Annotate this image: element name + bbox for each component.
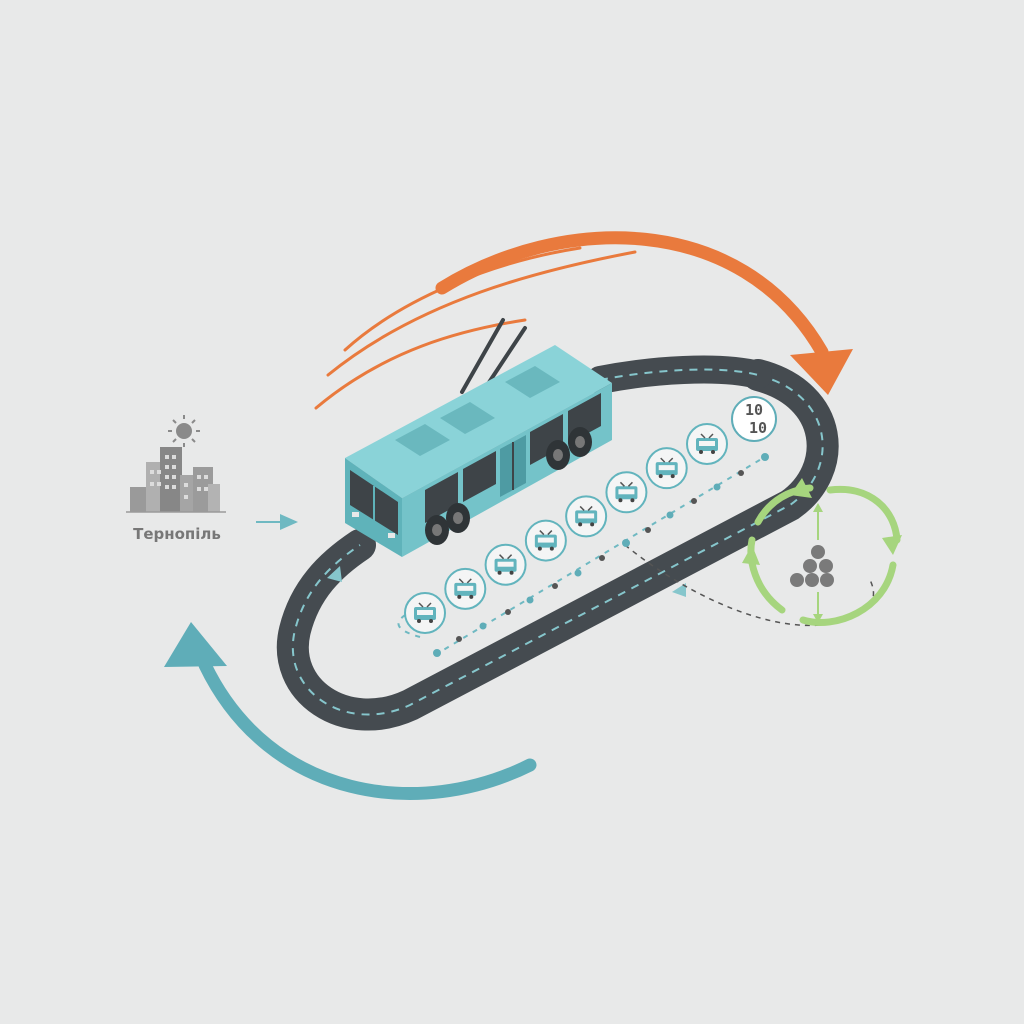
teal-curved-arrow <box>164 622 537 801</box>
route-stops <box>404 423 728 634</box>
city-skyline-icon <box>126 447 226 513</box>
stop-dots <box>433 453 769 657</box>
green-cycle-arrowheads <box>742 478 902 565</box>
counter-line-2: 10 <box>749 419 767 437</box>
particles-cluster-icon <box>790 545 834 587</box>
trolleybus-stop-icon <box>454 578 477 599</box>
orange-curved-arrow <box>435 231 853 395</box>
trolleybus-stop-icon <box>534 530 557 551</box>
trolleybus-icon <box>345 318 612 557</box>
trolleybus-stop-icon <box>494 554 517 575</box>
route-road-loop <box>277 355 839 731</box>
counter-badge: 10 10 <box>731 396 777 442</box>
sun-icon <box>168 415 200 447</box>
route-stop-1 <box>404 592 446 634</box>
counter-line-1: 10 <box>745 401 763 419</box>
trolleybus-stop-icon <box>615 481 638 503</box>
city-label: Тернопіль <box>133 525 221 543</box>
route-stop-5 <box>565 495 608 538</box>
route-stop-7 <box>645 447 688 490</box>
vertical-flow-arrows <box>813 503 823 623</box>
trolleybus-stop-icon <box>414 602 436 623</box>
route-stop-3 <box>484 543 527 586</box>
trolleybus-stop-icon <box>575 505 598 527</box>
route-stop-6 <box>605 471 648 514</box>
route-stop-2 <box>444 567 487 610</box>
route-stop-4 <box>524 519 567 562</box>
trolleybus-stop-icon <box>696 433 718 454</box>
route-stop-8 <box>686 423 728 465</box>
trolleybus-stop-icon <box>655 457 678 479</box>
